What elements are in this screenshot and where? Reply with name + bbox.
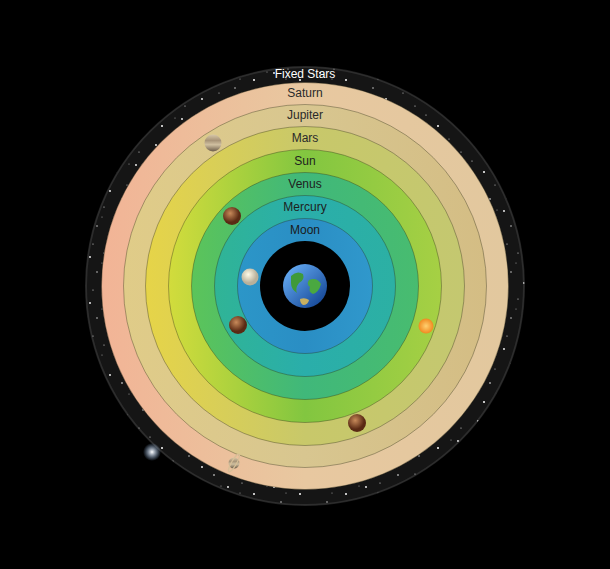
earth (283, 264, 327, 308)
planet (229, 316, 247, 334)
planet-sphere: Moon Mercury Venus Sun Mars Jupiter Saturn (101, 82, 509, 490)
earth-core (260, 241, 350, 331)
sun-sphere: Moon Mercury Venus Sun (168, 149, 442, 423)
ringed-planet (227, 453, 241, 473)
planet-sphere: Moon Mercury Venus Sun Mars (145, 126, 465, 446)
sun-body (419, 319, 434, 334)
sphere-label: Jupiter (287, 108, 323, 122)
planet-sphere: Moon Mercury (214, 195, 396, 377)
sphere-label: Sun (294, 154, 315, 168)
band-outline (237, 218, 373, 354)
moon-sphere: Moon (237, 218, 373, 354)
sphere-label: Mars (292, 131, 319, 145)
planet-sphere: Moon Mercury Venus Sun Mars Jupiter (123, 104, 487, 468)
planet (348, 414, 366, 432)
saturn-planet (205, 135, 222, 152)
sphere-label: Mercury (283, 200, 326, 214)
sphere-label: Moon (290, 223, 320, 237)
celestial-sphere: Moon Mercury Venus Sun Mars Jupiter Saturn Fixe… (85, 66, 525, 506)
moon-body (242, 269, 259, 286)
bright-star (143, 443, 161, 461)
sphere-label: Fixed Stars (275, 67, 336, 81)
sphere-label: Venus (288, 177, 321, 191)
sphere-label: Saturn (287, 86, 322, 100)
planet (223, 207, 241, 225)
planet-sphere: Moon Mercury Venus (191, 172, 419, 400)
